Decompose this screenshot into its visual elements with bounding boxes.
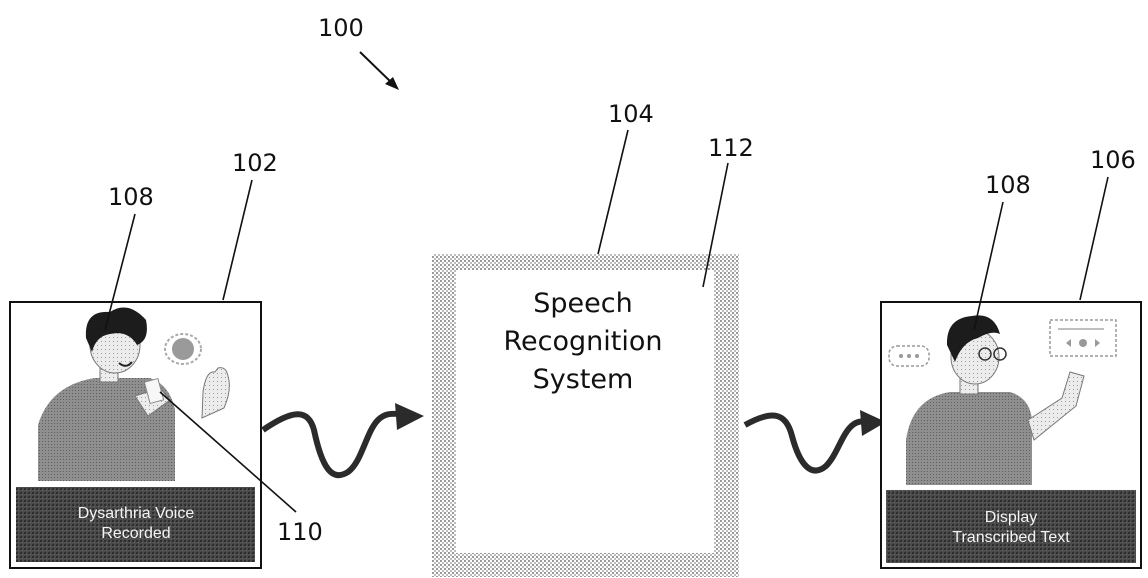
display-panel: Display Transcribed Text [881, 302, 1141, 568]
recording-caption-line-1: Dysarthria Voice [78, 505, 195, 522]
leader-106 [1080, 177, 1108, 300]
ref-label-102: 102 [232, 149, 278, 177]
system-title-line-3: System [533, 364, 634, 395]
leader-102 [223, 180, 252, 300]
ref-label-108-right: 108 [985, 171, 1031, 199]
recording-caption-line-2: Recorded [101, 525, 170, 542]
recording-panel: Dysarthria Voice Recorded [10, 302, 261, 568]
display-caption-line-2: Transcribed Text [952, 529, 1070, 546]
ref-label-106: 106 [1090, 146, 1136, 174]
figure-number: 100 [318, 14, 364, 42]
system-title-line-1: Speech [533, 288, 632, 319]
system-title-line-2: Recognition [504, 326, 663, 357]
display-caption-box [886, 490, 1136, 563]
flow-arrow-to-display [745, 410, 886, 471]
speech-recognition-system-box: Speech Recognition System [432, 254, 739, 577]
figure-number-arrow [360, 52, 399, 90]
ref-label-112: 112 [708, 134, 754, 162]
ref-label-104: 104 [608, 100, 654, 128]
display-caption-line-1: Display [985, 509, 1037, 526]
leader-104 [598, 130, 628, 254]
ref-label-110: 110 [277, 518, 323, 546]
flow-arrow-to-system [263, 403, 424, 475]
ref-label-108-left: 108 [108, 183, 154, 211]
